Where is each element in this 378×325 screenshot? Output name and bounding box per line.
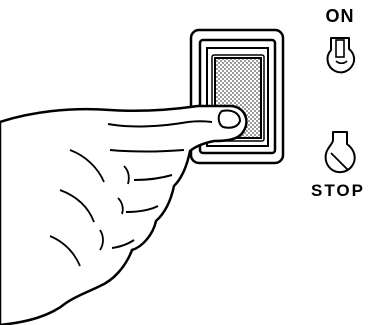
on-position-icon xyxy=(328,38,355,72)
pressing-finger-icon xyxy=(0,106,246,325)
on-indicator: ON xyxy=(326,6,355,72)
stop-label: STOP xyxy=(311,181,365,200)
stop-indicator: STOP xyxy=(311,132,365,200)
stop-position-icon xyxy=(326,132,355,172)
on-label: ON xyxy=(326,6,355,26)
